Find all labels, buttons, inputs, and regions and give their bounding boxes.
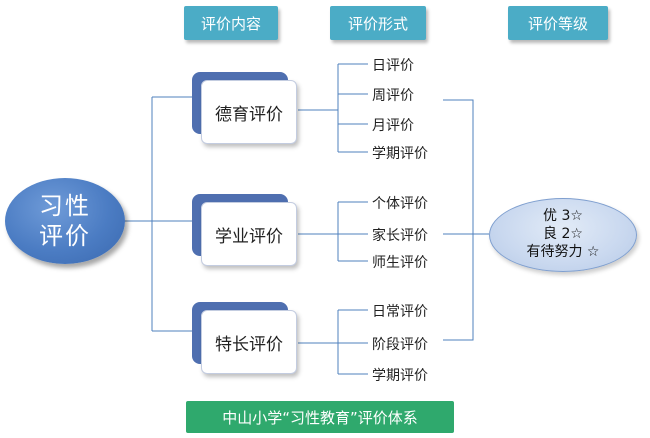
- form-item: 日评价: [372, 58, 414, 74]
- header-form: 评价形式: [330, 6, 426, 40]
- category-node-academic: 学业评价: [192, 194, 297, 266]
- category-label: 特长评价: [201, 310, 297, 374]
- form-item: 阶段评价: [372, 337, 428, 353]
- header-level: 评价等级: [508, 6, 608, 40]
- grade-good: 良 2☆: [543, 226, 583, 242]
- grade-needs-effort: 有待努力 ☆: [526, 244, 600, 260]
- form-item: 师生评价: [372, 255, 428, 271]
- category-node-talent: 特长评价: [192, 302, 297, 374]
- grade-ellipse: 优 3☆ 良 2☆ 有待努力 ☆: [489, 198, 637, 272]
- root-line-1: 习性: [39, 192, 91, 220]
- form-item: 学期评价: [372, 146, 428, 162]
- form-item: 周评价: [372, 88, 414, 104]
- root-node: 习性 评价: [5, 178, 125, 264]
- category-label: 学业评价: [201, 202, 297, 266]
- header-content: 评价内容: [184, 6, 278, 40]
- category-node-moral: 德育评价: [192, 72, 297, 144]
- category-label: 德育评价: [201, 80, 297, 144]
- form-item: 日常评价: [372, 304, 428, 320]
- form-item: 学期评价: [372, 368, 428, 384]
- grade-excellent: 优 3☆: [543, 208, 583, 224]
- form-item: 个体评价: [372, 196, 428, 212]
- form-item: 家长评价: [372, 228, 428, 244]
- root-line-2: 评价: [39, 222, 91, 250]
- footer-title: 中山小学“习性教育”评价体系: [186, 401, 454, 433]
- form-item: 月评价: [372, 118, 414, 134]
